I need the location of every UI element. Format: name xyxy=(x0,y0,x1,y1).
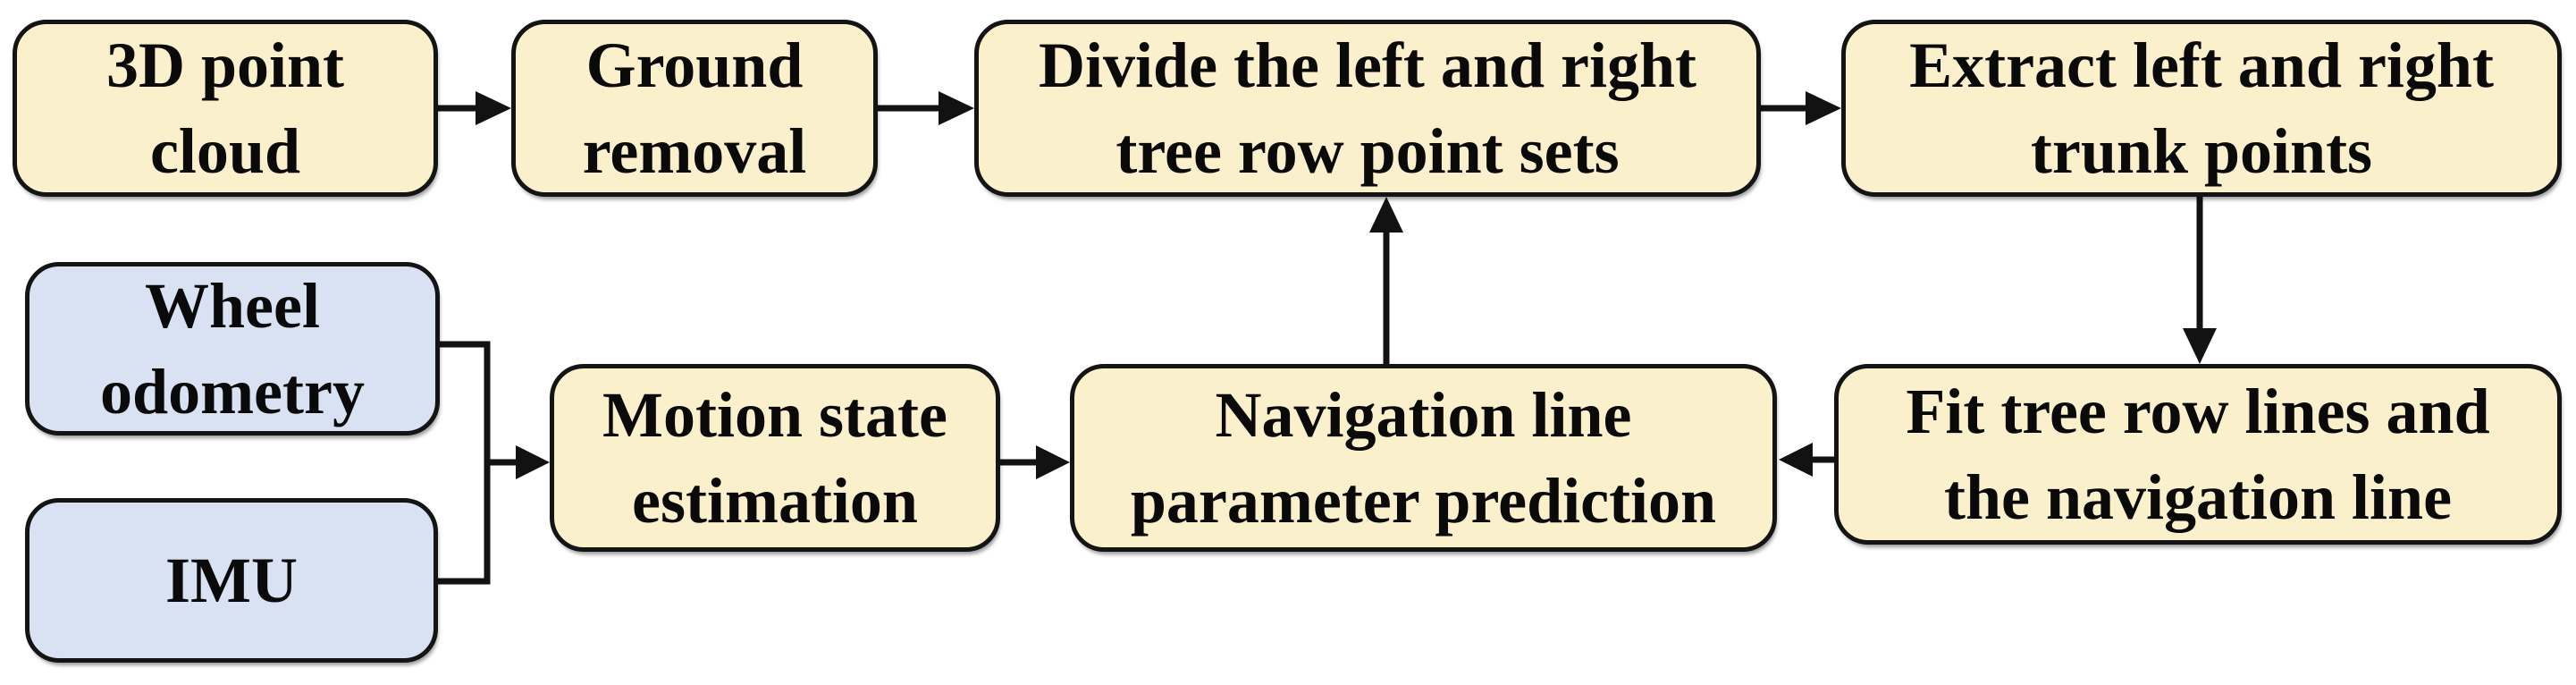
node-imu: IMU xyxy=(25,498,438,663)
arrow-divide-to-extract xyxy=(1761,91,1841,125)
node-divide-tree-row-point-sets: Divide the left and right tree row point… xyxy=(974,20,1761,197)
arrow-ground-removal-to-divide xyxy=(878,91,974,125)
node-label-line: Navigation line xyxy=(1215,379,1632,451)
arrow-sensors-to-motion xyxy=(487,445,550,479)
arrow-extract-to-fit xyxy=(2183,197,2217,364)
node-label-line: removal xyxy=(582,115,807,187)
arrow-fit-to-navigation xyxy=(1779,443,1834,477)
arrow-motion-to-navigation xyxy=(1000,445,1070,479)
arrow-3d-point-cloud-to-ground-removal xyxy=(438,91,511,125)
node-label-line: 3D point xyxy=(105,30,345,101)
node-label-line: Divide the left and right xyxy=(1039,30,1696,101)
node-label-line: cloud xyxy=(149,115,301,187)
node-label-line: Fit tree row lines and xyxy=(1906,376,2490,447)
node-fit-tree-row-lines: Fit tree row lines and the navigation li… xyxy=(1834,364,2562,545)
node-label-line: IMU xyxy=(165,545,298,616)
node-motion-state-estimation: Motion state estimation xyxy=(550,364,1000,552)
arrow-navigation-to-divide xyxy=(1369,197,1403,364)
node-label-line: estimation xyxy=(632,465,918,537)
node-label-line: Extract left and right xyxy=(1909,30,2494,101)
node-label-line: parameter prediction xyxy=(1130,465,1717,537)
connector-sensors-junction xyxy=(438,341,491,585)
node-navigation-line-parameter-prediction: Navigation line parameter prediction xyxy=(1070,364,1777,552)
node-label-line: Ground xyxy=(585,30,804,101)
node-label-line: Motion state xyxy=(602,379,947,451)
node-label-line: odometry xyxy=(100,356,365,427)
node-wheel-odometry: Wheel odometry xyxy=(25,262,440,436)
node-label-line: tree row point sets xyxy=(1115,115,1620,187)
node-ground-removal: Ground removal xyxy=(511,20,878,197)
node-3d-point-cloud: 3D point cloud xyxy=(13,20,438,197)
node-label-line: trunk points xyxy=(2030,115,2373,187)
node-label-line: the navigation line xyxy=(1943,461,2453,533)
node-label-line: Wheel xyxy=(145,270,320,342)
node-extract-trunk-points: Extract left and right trunk points xyxy=(1841,20,2562,197)
